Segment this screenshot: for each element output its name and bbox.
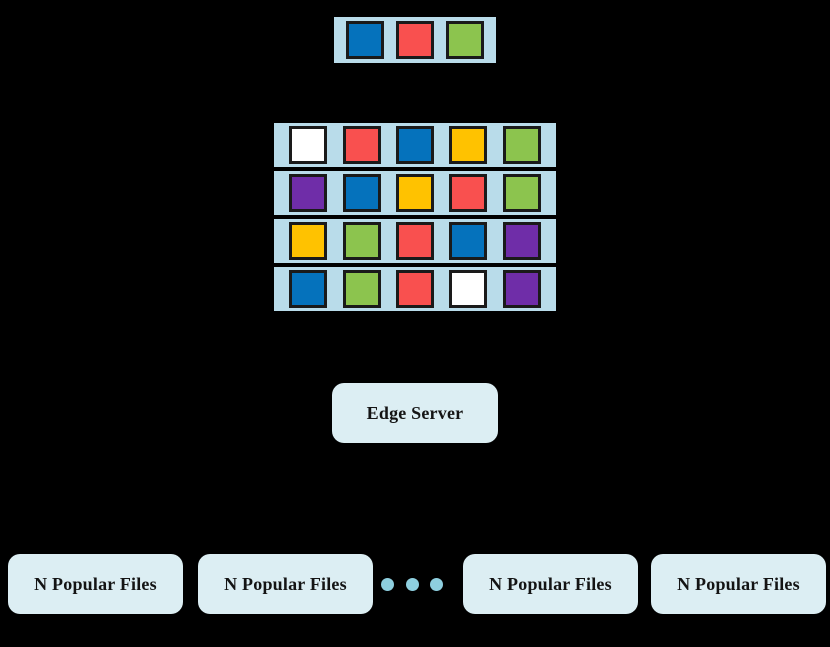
cache-cell-0-2-blue — [395, 126, 434, 164]
cache-row-0 — [272, 121, 558, 169]
cache-cell-3-3-white — [449, 270, 488, 308]
cache-cell-3-1-green — [342, 270, 381, 308]
cache-cell-0-0-white — [289, 126, 328, 164]
edge-server-node[interactable]: Edge Server — [332, 383, 498, 443]
ellipsis-dot-2 — [430, 577, 443, 591]
popular-files-label-0: N Popular Files — [34, 573, 157, 594]
cache-cell-1-4-green — [502, 174, 541, 212]
cache-cell-3-0-blue — [289, 270, 328, 308]
edge-server-label: Edge Server — [366, 402, 464, 423]
cache-cell-2-4-purple — [502, 222, 541, 260]
popular-files-box-0[interactable]: N Popular Files — [8, 554, 183, 614]
cache-cell-2-3-blue — [449, 222, 488, 260]
cache-cell-2-0-yellow — [289, 222, 328, 260]
cache-cell-1-1-blue — [342, 174, 381, 212]
popular-files-label-2: N Popular Files — [489, 573, 612, 594]
cache-cell-2-2-red — [395, 222, 434, 260]
cache-cell-1-0-purple — [289, 174, 328, 212]
popular-files-box-1[interactable]: N Popular Files — [198, 554, 373, 614]
cache-cell-0-4-green — [502, 126, 541, 164]
cache-cell-1-3-red — [449, 174, 488, 212]
popular-files-label-1: N Popular Files — [224, 573, 347, 594]
request-cell-1-red — [396, 21, 434, 59]
cache-cell-0-3-yellow — [449, 126, 488, 164]
request-strip — [332, 15, 498, 65]
ellipsis-dots — [381, 576, 443, 592]
cache-cell-1-2-yellow — [395, 174, 434, 212]
popular-files-box-2[interactable]: N Popular Files — [463, 554, 638, 614]
popular-files-label-3: N Popular Files — [677, 573, 800, 594]
ellipsis-dot-1 — [405, 577, 419, 591]
cache-grid — [272, 121, 558, 313]
cache-row-1 — [272, 169, 558, 217]
cache-row-2 — [272, 217, 558, 265]
cache-row-3 — [272, 265, 558, 313]
cache-cell-3-4-purple — [502, 270, 541, 308]
cache-cell-0-1-red — [342, 126, 381, 164]
request-cell-0-blue — [346, 21, 384, 59]
popular-files-box-3[interactable]: N Popular Files — [651, 554, 826, 614]
ellipsis-dot-0 — [381, 577, 394, 591]
cache-cell-3-2-red — [395, 270, 434, 308]
cache-cell-2-1-green — [342, 222, 381, 260]
request-cell-2-green — [446, 21, 484, 59]
